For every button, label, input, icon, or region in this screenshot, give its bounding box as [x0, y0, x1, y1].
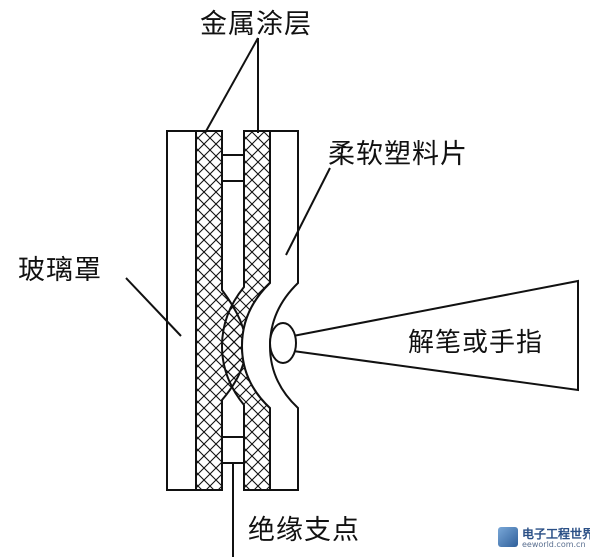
label-stylus-or-finger: 解笔或手指 [408, 328, 544, 358]
watermark-url: eeworld.com.cn [522, 540, 586, 549]
label-soft-plastic-film: 柔软塑料片 [328, 139, 468, 170]
leader-glass [125, 277, 182, 337]
leader-film [285, 167, 331, 256]
glass-cover [166, 130, 197, 491]
label-glass-cover: 玻璃罩 [18, 255, 102, 286]
insulating-spacer-bottom [221, 436, 245, 464]
label-insulating-spacer: 绝缘支点 [248, 515, 360, 546]
stylus-tip [269, 322, 297, 364]
watermark-logo: 电子工程世界 eeworld.com.cn [498, 525, 590, 553]
insulating-spacer-top [221, 154, 245, 182]
label-metal-coating: 金属涂层 [200, 9, 312, 40]
soft-plastic-film [240, 130, 299, 491]
logo-icon [498, 527, 518, 547]
leader-coating-left [204, 37, 259, 134]
watermark-title: 电子工程世界 [522, 527, 590, 541]
